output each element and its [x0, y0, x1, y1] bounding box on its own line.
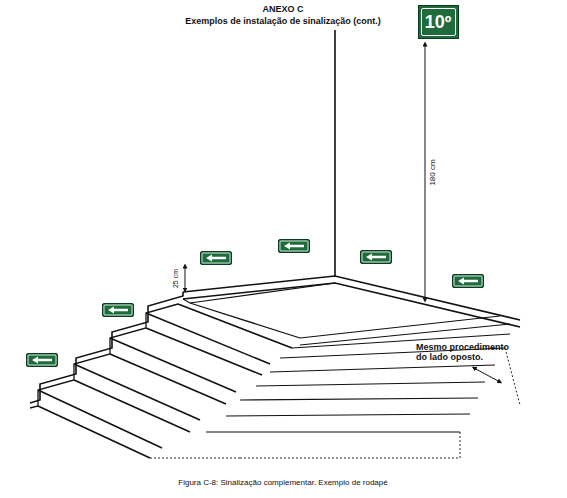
- exit-arrow-sign: [361, 251, 392, 264]
- floor-number: 10º: [425, 13, 452, 31]
- caption: Figura C-8: Sinalização complementar. Ex…: [178, 478, 387, 487]
- exit-arrow-sign: [27, 354, 58, 367]
- dimension-line: [185, 266, 186, 290]
- dimension-line: [425, 44, 426, 300]
- note-text: Mesmo procedimento do lado oposto.: [416, 343, 516, 363]
- dimension-label: 180 cm: [427, 158, 436, 186]
- title: ANEXO C: [262, 4, 303, 14]
- dimension-label: 25 cm: [173, 267, 180, 288]
- exit-arrow-sign: [453, 275, 484, 288]
- floor-sign: 10º: [418, 5, 459, 39]
- exit-arrow-sign: [103, 304, 134, 317]
- exit-arrow-sign: [279, 240, 310, 253]
- subtitle: Exemplos de instalação de sinalização (c…: [185, 16, 381, 26]
- exit-arrow-sign: [201, 252, 232, 265]
- leader-arrow: [474, 368, 500, 382]
